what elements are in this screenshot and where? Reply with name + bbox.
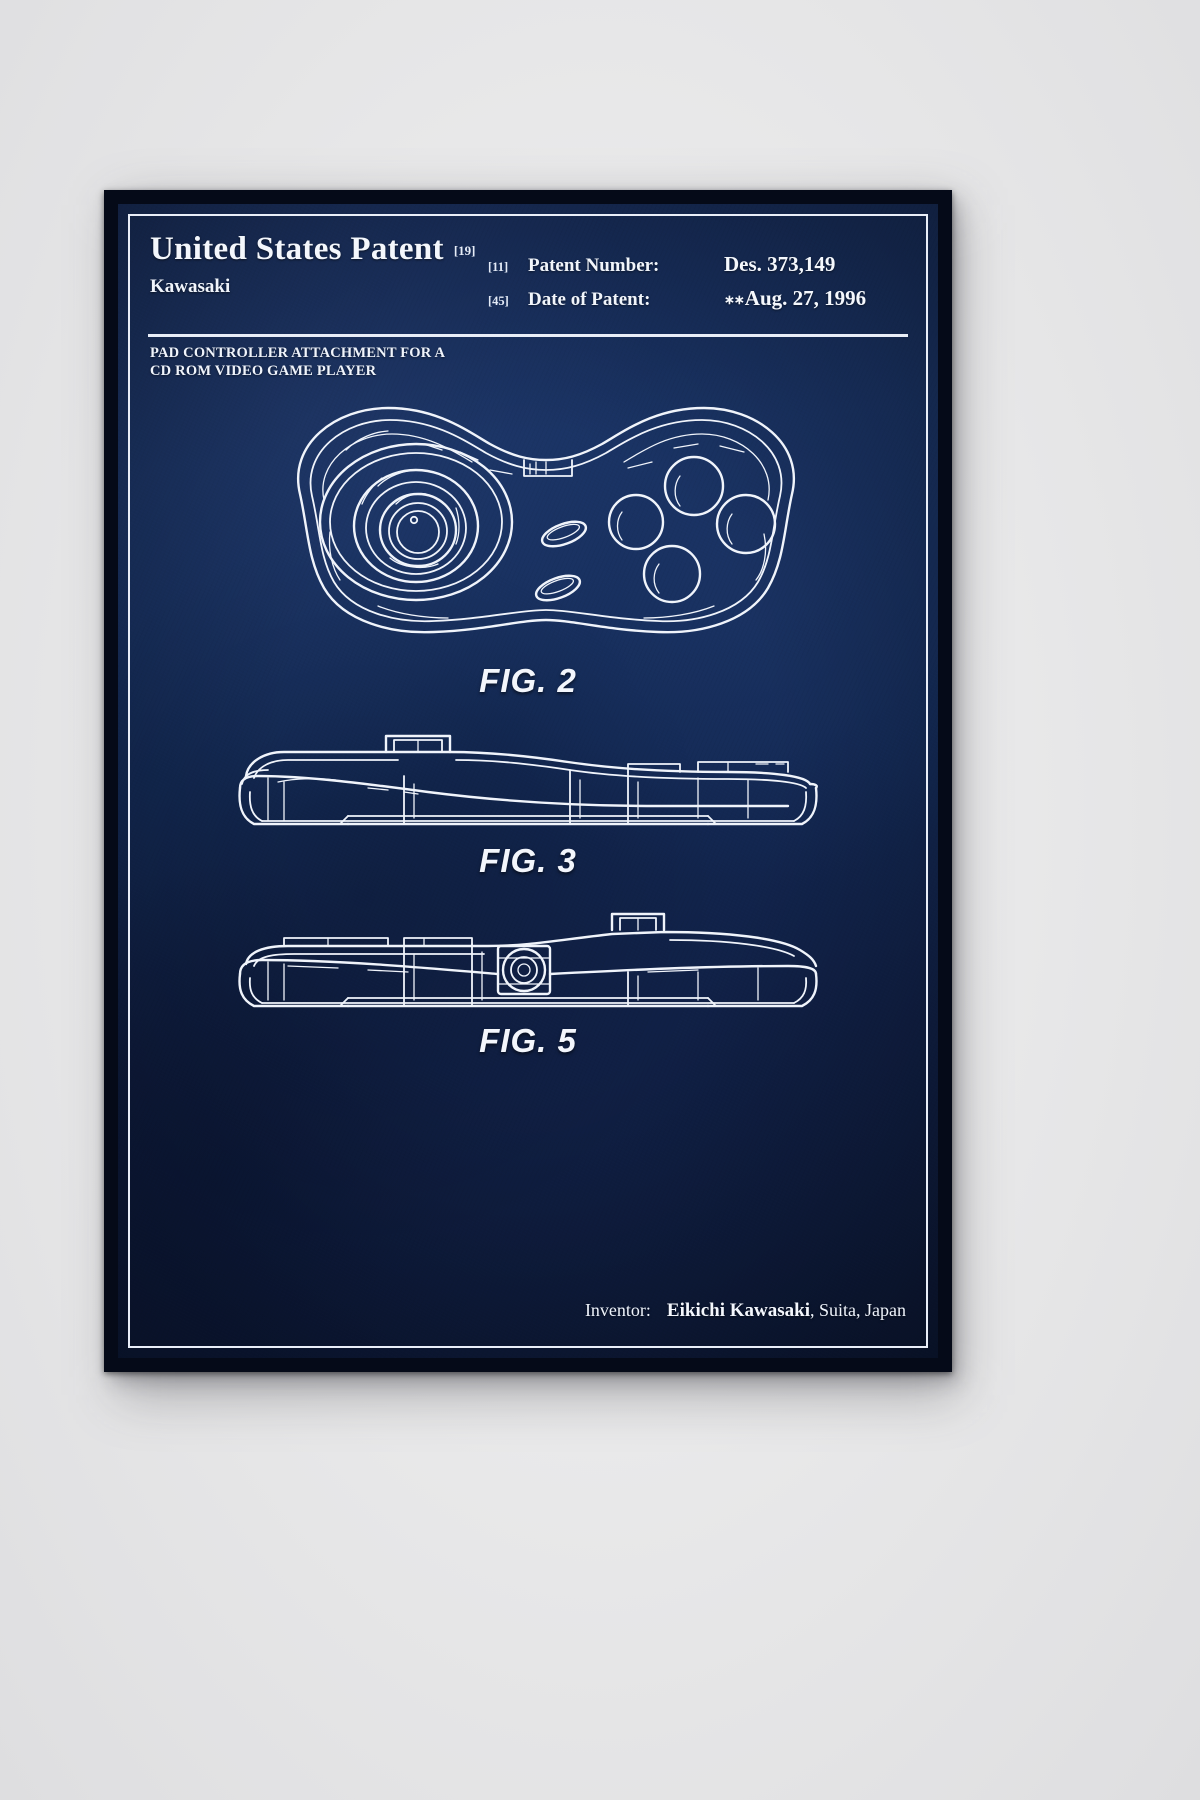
patent-number-value: Des. 373,149 [724, 252, 836, 276]
poster-content: United States Patent [19] Kawasaki [11] P… [146, 232, 910, 1330]
header-left: United States Patent [19] Kawasaki [150, 232, 475, 298]
fig-2-drawing [297, 406, 795, 634]
inventor-label: Inventor: [584, 1300, 651, 1320]
inventor-surname: Kawasaki [150, 275, 231, 297]
fig-5-drawing [238, 912, 818, 1008]
patent-date-label: Date of Patent: [528, 289, 651, 310]
figure-fig-2: FIG. 2 [146, 382, 910, 700]
patent-title-line-1: PAD CONTROLLER ATTACHMENT FOR A [150, 344, 446, 361]
patent-poster: United States Patent [19] Kawasaki [11] P… [104, 190, 952, 1372]
header-right: [11] Patent Number: Des. 373,149 [45] Da… [488, 252, 908, 320]
figure-fig-3: FIG. 3 [146, 722, 910, 880]
inventor-line: Inventor: Eikichi Kawasaki, Suita, Japan [585, 1300, 906, 1322]
term-extension-stars: ∗∗ [724, 292, 745, 307]
figure-fig-5: FIG. 5 [146, 902, 910, 1060]
header-divider-rule [148, 334, 908, 337]
patent-title: PAD CONTROLLER ATTACHMENT FOR A CD ROM V… [146, 344, 580, 380]
patent-date-tag: [45] [488, 294, 509, 308]
inventor-name: Eikichi Kawasaki [666, 1300, 810, 1321]
office-tag: [19] [453, 243, 476, 258]
patent-office-title: United States Patent [150, 231, 444, 267]
patent-date-row: [45] Date of Patent: ∗∗Aug. 27, 1996 [488, 286, 908, 311]
fig-3-drawing [238, 734, 818, 826]
patent-number-tag: [11] [488, 260, 509, 274]
fig-2-label: FIG. 2 [479, 662, 577, 699]
patent-number-row: [11] Patent Number: Des. 373,149 [488, 252, 908, 277]
patent-header: United States Patent [19] Kawasaki [11] P… [146, 232, 910, 328]
patent-date-value: ∗∗Aug. 27, 1996 [724, 286, 866, 311]
figure-area: FIG. 2 [146, 382, 910, 1330]
patent-number-label: Patent Number: [528, 255, 660, 276]
patent-title-line-2: CD ROM VIDEO GAME PLAYER [150, 362, 377, 379]
fig-3-label: FIG. 3 [479, 842, 577, 879]
fig-5-label: FIG. 5 [479, 1022, 577, 1059]
patent-date-text: Aug. 27, 1996 [744, 286, 867, 310]
inventor-location: , Suita, Japan [810, 1300, 906, 1320]
